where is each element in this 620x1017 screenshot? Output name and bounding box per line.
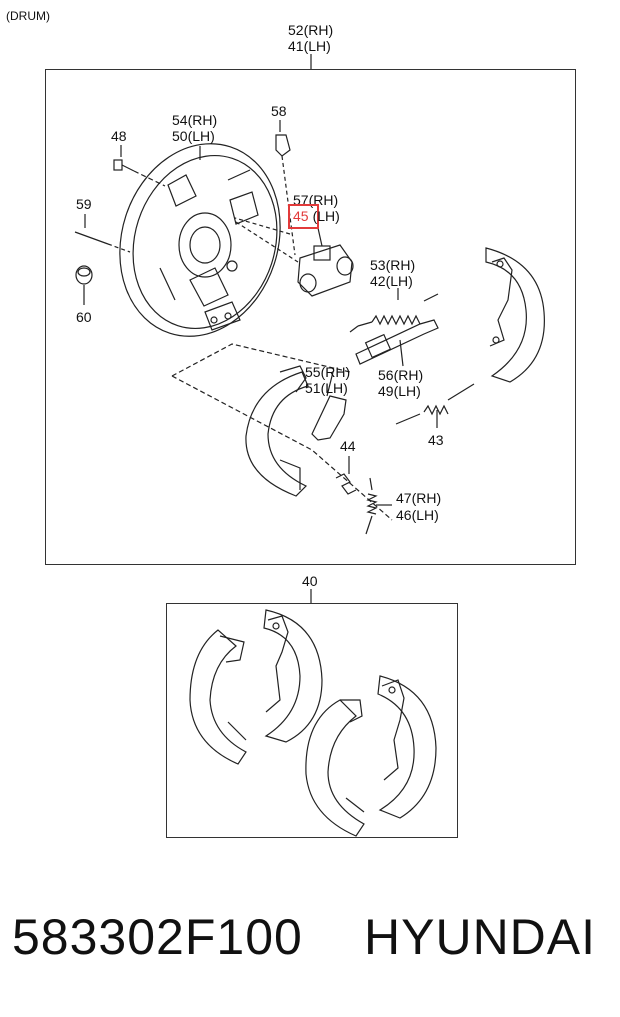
callout-59: 59	[76, 196, 92, 212]
parking-lever	[311, 371, 347, 441]
wheel-cylinder	[297, 227, 354, 297]
highlight-box-45[interactable]	[288, 204, 319, 229]
callout-58: 58	[271, 103, 287, 119]
callout-45-lh: 45(LH)	[293, 208, 340, 224]
callout-52-rh: 52(RH)	[288, 22, 333, 38]
callout-number: 53	[370, 257, 386, 273]
callout-number: 56	[378, 367, 394, 383]
bleeder-58	[275, 120, 296, 256]
side-lh: (LH)	[393, 383, 421, 399]
callout-number: 50	[172, 128, 188, 144]
callout-51-lh: 51(LH)	[305, 380, 348, 396]
callout-56-rh: 56(RH)	[378, 367, 423, 383]
part-number: 583302F100	[12, 909, 303, 965]
callout-number: 54	[172, 112, 188, 128]
bolt-48	[113, 145, 166, 187]
callout-55-rh: 55(RH)	[305, 364, 350, 380]
main-assembly-frame	[45, 69, 576, 565]
callout-50-lh: 50(LH)	[172, 128, 215, 144]
callout-number: 49	[378, 383, 394, 399]
diagram-variant-label: (DRUM)	[6, 9, 50, 23]
side-rh: (RH)	[320, 364, 351, 380]
callout-number: 41	[288, 38, 304, 54]
kit-shoe-1	[189, 629, 247, 765]
callout-number: 52	[288, 22, 304, 38]
callout-49-lh: 49(LH)	[378, 383, 421, 399]
callout-41-lh: 41(LH)	[288, 38, 331, 54]
callout-42-lh: 42(LH)	[370, 273, 413, 289]
kit-shoe-3	[305, 699, 365, 837]
callout-54-rh: 54(RH)	[172, 112, 217, 128]
kit-shoe-2	[263, 609, 323, 743]
backing-plate	[119, 143, 281, 337]
side-lh: (LH)	[303, 38, 331, 54]
plug-60	[75, 265, 93, 305]
adjuster-strut	[355, 319, 439, 367]
callout-47-rh: 47(RH)	[396, 490, 441, 506]
adjuster-spring	[349, 288, 439, 333]
side-rh: (RH)	[303, 22, 334, 38]
hold-down-spring-44	[335, 456, 357, 495]
pin-59	[74, 214, 131, 253]
side-lh: (LH)	[385, 273, 413, 289]
callout-44: 44	[340, 438, 356, 454]
side-lh: (LH)	[320, 380, 348, 396]
side-rh: (RH)	[393, 367, 424, 383]
side-lh: (LH)	[187, 128, 215, 144]
callout-53-rh: 53(RH)	[370, 257, 415, 273]
callout-number: 51	[305, 380, 321, 396]
callout-number: 55	[305, 364, 321, 380]
brand-name: HYUNDAI	[364, 909, 597, 965]
callout-46-lh: 46(LH)	[396, 507, 439, 523]
callout-number: 46	[396, 507, 412, 523]
callout-60: 60	[76, 309, 92, 325]
side-rh: (RH)	[411, 490, 442, 506]
callout-number: 47	[396, 490, 412, 506]
side-rh: (RH)	[385, 257, 416, 273]
return-spring-43	[395, 383, 475, 428]
side-lh: (LH)	[312, 208, 340, 224]
callout-48: 48	[111, 128, 127, 144]
callout-number: 42	[370, 273, 386, 289]
kit-shoe-4	[377, 675, 437, 819]
callout-40: 40	[302, 573, 318, 589]
brake-shoe-left	[245, 365, 309, 497]
shoe-kit-frame	[166, 603, 458, 838]
side-lh: (LH)	[411, 507, 439, 523]
callout-43: 43	[428, 432, 444, 448]
side-rh: (RH)	[187, 112, 218, 128]
lower-spring	[365, 477, 392, 535]
callout-number-highlighted: 45	[293, 208, 309, 224]
brake-shoe-right	[485, 247, 545, 383]
